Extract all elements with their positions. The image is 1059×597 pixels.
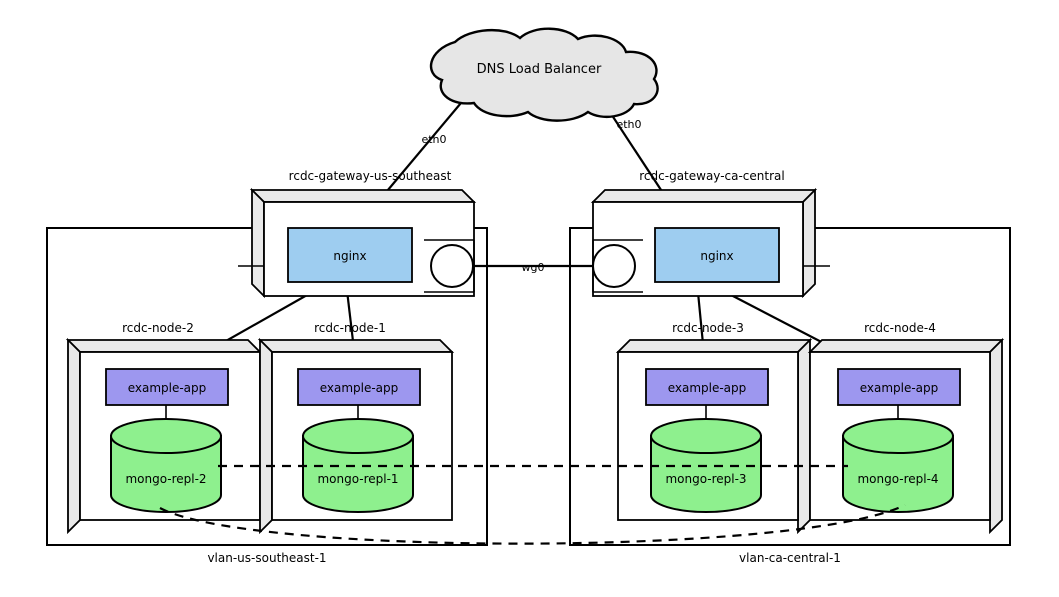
- node-1-app-label: example-app: [320, 381, 399, 395]
- gateway-us-top-face: [249, 189, 477, 203]
- node-1-db-body: [302, 435, 414, 513]
- vlan-us-label: vlan-us-southeast-1: [207, 551, 326, 565]
- node-2-db-top: [110, 418, 222, 454]
- node-rcdc-node-2[interactable]: rcdc-node-2 example-app mongo-repl-2: [65, 321, 263, 535]
- node-2-db-label: mongo-repl-2: [125, 472, 206, 486]
- node-1-db-cylinder[interactable]: mongo-repl-1: [302, 418, 414, 513]
- gateway-ca-nginx-label: nginx: [700, 249, 733, 263]
- node-1-app-box[interactable]: [297, 368, 421, 406]
- cloud-label: DNS Load Balancer: [477, 62, 602, 77]
- replication-line-curved: [159, 504, 906, 545]
- node-rcdc-node-1[interactable]: rcdc-node-1 example-app mongo-repl-1: [257, 321, 455, 535]
- node-2-app-box[interactable]: [105, 368, 229, 406]
- node-1-left-face: [259, 337, 273, 535]
- node-1-top-face: [257, 339, 455, 353]
- node-4-right-face: [989, 337, 1003, 535]
- node-3-right-face: [797, 337, 811, 535]
- node-4-app-box[interactable]: [837, 368, 961, 406]
- gateway-us-nginx-label: nginx: [333, 249, 366, 263]
- node-3-db-cylinder[interactable]: mongo-repl-3: [650, 418, 762, 513]
- gateway-us-left-face: [251, 187, 265, 299]
- node-rcdc-node-4[interactable]: rcdc-node-4 example-app mongo-repl-4: [807, 321, 1005, 535]
- node-rcdc-node-3[interactable]: rcdc-node-3 example-app mongo-repl-3: [615, 321, 813, 535]
- node-4-db-cylinder[interactable]: mongo-repl-4: [842, 418, 954, 513]
- node-2-label: rcdc-node-2: [122, 321, 194, 335]
- node-1-db-top: [302, 418, 414, 454]
- node-3-app-box[interactable]: [645, 368, 769, 406]
- gateway-ca-top-face: [590, 189, 818, 203]
- gateway-ca-wg0-interface-icon[interactable]: [592, 244, 636, 288]
- node-3-label: rcdc-node-3: [672, 321, 744, 335]
- node-4-db-label: mongo-repl-4: [857, 472, 938, 486]
- node-2-top-face: [65, 339, 263, 353]
- node-1-db-label: mongo-repl-1: [317, 472, 398, 486]
- gateway-ca-nginx-box[interactable]: [654, 227, 780, 283]
- node-3-app-label: example-app: [668, 381, 747, 395]
- node-3-top-face: [615, 339, 813, 353]
- gateway-ca-label: rcdc-gateway-ca-central: [639, 169, 784, 183]
- node-4-app-label: example-app: [860, 381, 939, 395]
- gateway-ca-central[interactable]: rcdc-gateway-ca-central nginx: [590, 169, 830, 299]
- eth0-right-label: eth0: [616, 118, 641, 131]
- gateway-us-label: rcdc-gateway-us-southeast: [289, 169, 452, 183]
- node-3-db-label: mongo-repl-3: [665, 472, 746, 486]
- vlan-ca-label: vlan-ca-central-1: [739, 551, 841, 565]
- gateway-us-nginx-box[interactable]: [287, 227, 413, 283]
- node-4-label: rcdc-node-4: [864, 321, 936, 335]
- node-2-db-body: [110, 435, 222, 513]
- node-2-left-face: [67, 337, 81, 535]
- node-4-db-body: [842, 435, 954, 513]
- node-3-db-body: [650, 435, 762, 513]
- gateway-us-wg0-interface-icon[interactable]: [430, 244, 474, 288]
- wg0-label: wg0: [522, 261, 545, 274]
- gateway-us-southeast[interactable]: rcdc-gateway-us-southeast nginx: [238, 169, 477, 299]
- eth0-left-label: eth0: [421, 133, 446, 146]
- dns-load-balancer: DNS Load Balancer: [429, 27, 659, 122]
- node-2-db-cylinder[interactable]: mongo-repl-2: [110, 418, 222, 513]
- node-4-db-top: [842, 418, 954, 454]
- node-3-db-top: [650, 418, 762, 454]
- node-4-top-face: [807, 339, 1005, 353]
- cloud-shape: [429, 27, 659, 122]
- gateway-ca-right-face: [802, 187, 816, 299]
- node-2-app-label: example-app: [128, 381, 207, 395]
- node-1-label: rcdc-node-1: [314, 321, 386, 335]
